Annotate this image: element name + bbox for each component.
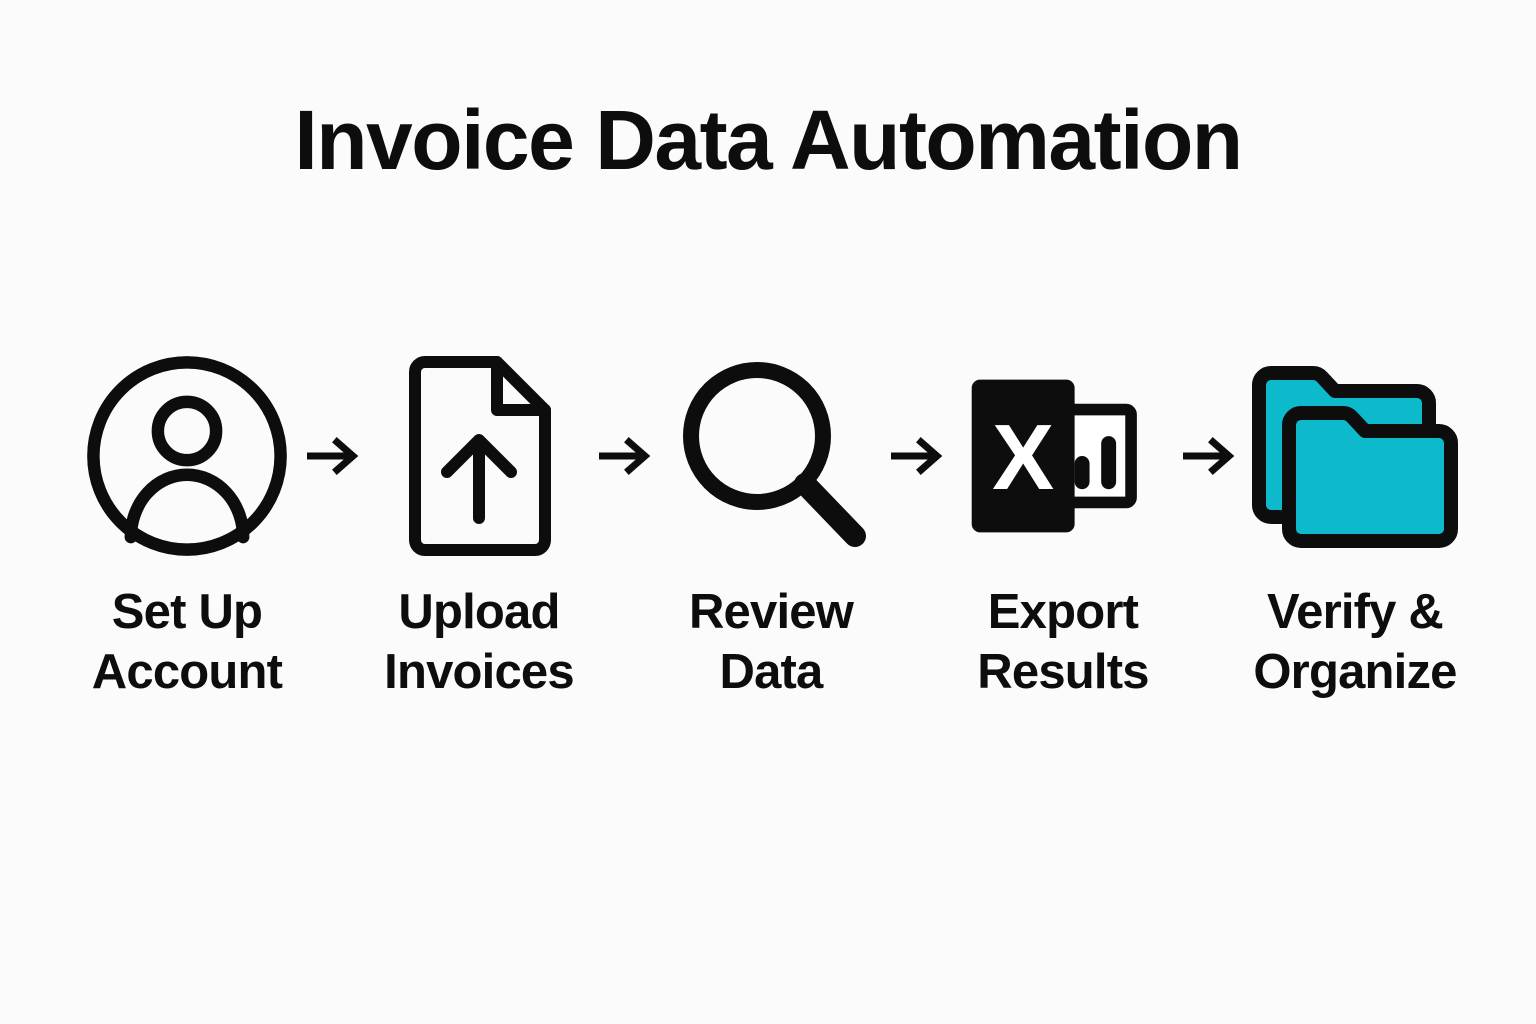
excel-sheet	[971, 379, 1075, 533]
process-flow: Set Up Account Upload Invoices	[78, 352, 1458, 702]
step-upload-invoices: Upload Invoices	[370, 352, 588, 702]
user-account-icon	[78, 352, 296, 560]
excel-export-icon: X	[954, 352, 1172, 560]
magnifying-glass-icon	[662, 352, 880, 560]
arrow-right-icon	[588, 352, 662, 560]
step-label: Verify & Organize	[1253, 585, 1457, 699]
step-set-up-account: Set Up Account	[78, 352, 296, 702]
chart-bar-tall	[1101, 436, 1117, 490]
step-label: Upload Invoices	[384, 585, 575, 699]
arrow-right-icon	[296, 352, 370, 560]
arrow-right-icon	[1172, 352, 1246, 560]
document-upload-icon	[370, 352, 588, 560]
step-label: Review Data	[688, 585, 854, 699]
page-title: Invoice Data Automation	[294, 93, 1243, 187]
chart-bar-short	[1074, 456, 1090, 490]
folder-front	[1282, 406, 1458, 548]
step-review-data: Review Data	[662, 352, 880, 702]
step-label: Export Results	[977, 585, 1149, 699]
step-export-results: X Export Results	[954, 352, 1172, 702]
excel-x-glyph: X	[992, 405, 1054, 509]
step-verify-organize: Verify & Organize	[1246, 352, 1464, 702]
step-label: Set Up Account	[91, 585, 283, 699]
arrow-right-icon	[880, 352, 954, 560]
folders-icon	[1246, 352, 1464, 560]
